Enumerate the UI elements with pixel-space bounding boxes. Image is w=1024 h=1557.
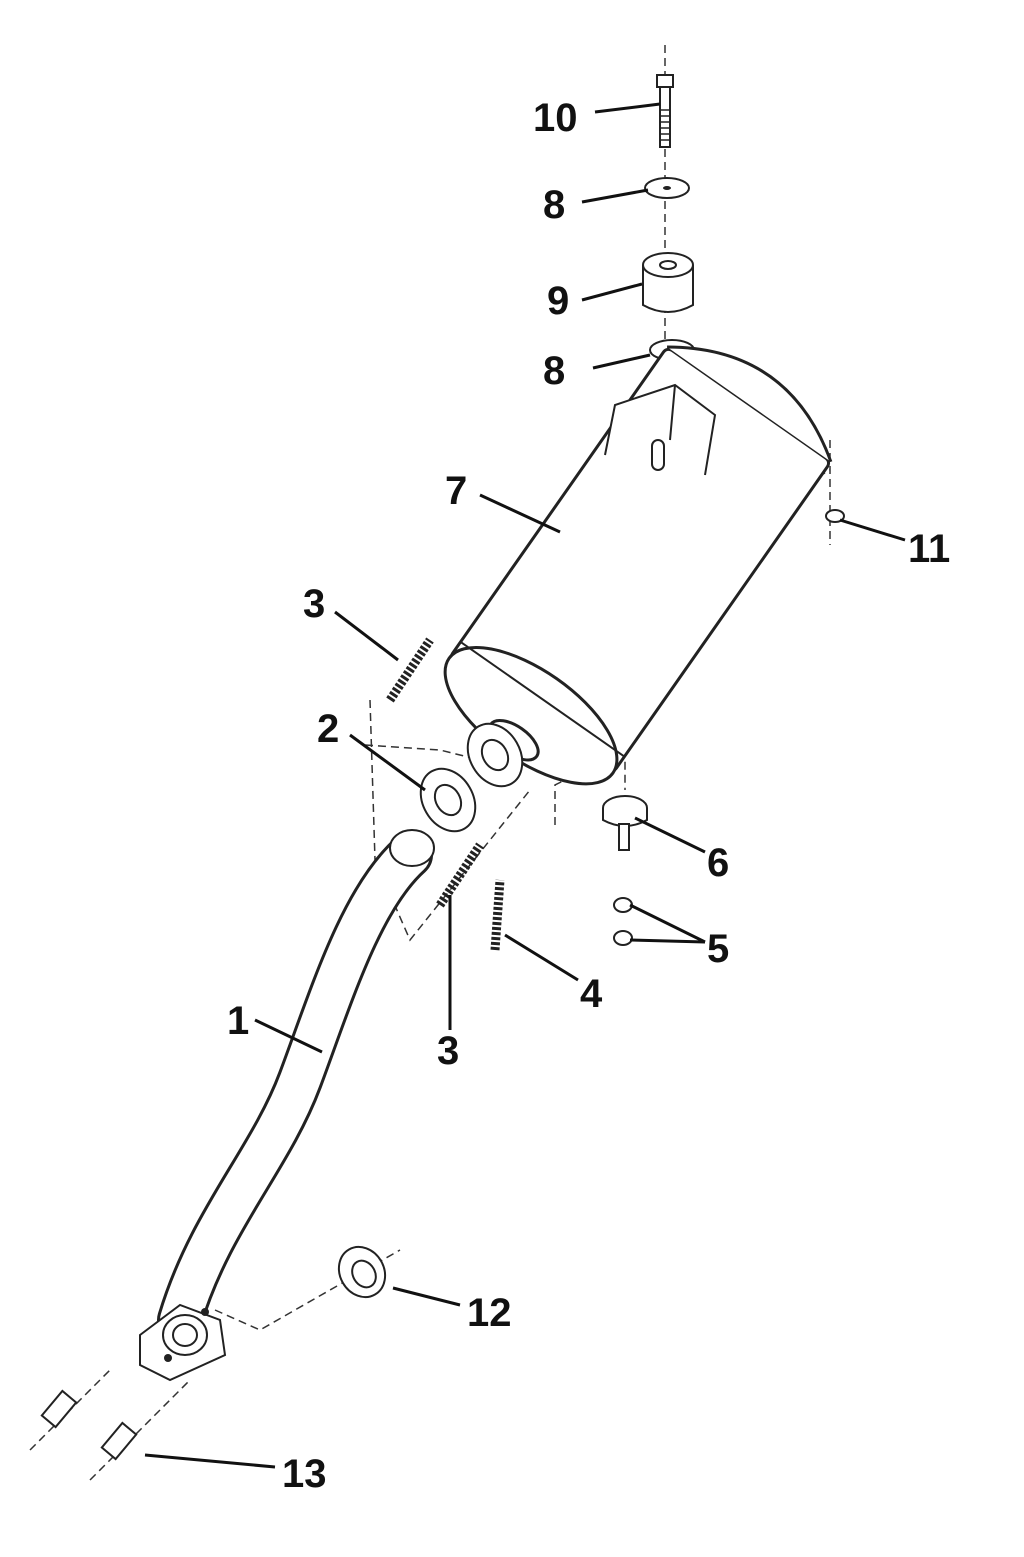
label-9: 9 — [547, 279, 569, 323]
spring-part-4 — [490, 879, 505, 951]
spring-dash-left — [369, 699, 531, 942]
nut-part-5-top — [613, 897, 633, 913]
muffler-bracket — [604, 383, 717, 476]
leader-lines — [144, 102, 906, 1469]
stud-part-13-b — [100, 1421, 138, 1461]
gasket-part-12 — [337, 1245, 387, 1299]
label-1: 1 — [227, 999, 249, 1043]
rubber-mount-part-9 — [642, 252, 694, 313]
nut-part-11 — [825, 509, 845, 523]
bolt-part-6 — [602, 795, 648, 851]
label-6: 6 — [707, 841, 729, 885]
muffler-inlet-gasket — [466, 722, 524, 788]
label-10: 10 — [533, 96, 578, 140]
label-5: 5 — [707, 927, 729, 971]
label-13: 13 — [282, 1452, 327, 1496]
stud-dash-2 — [89, 1379, 191, 1481]
label-4: 4 — [580, 972, 603, 1016]
stud-part-13-a — [40, 1389, 78, 1429]
exhaust-pipe-part-1 — [139, 829, 435, 1382]
label-12: 12 — [467, 1291, 512, 1335]
label-8-top: 8 — [543, 183, 565, 227]
bolt-part-10 — [656, 74, 674, 148]
label-2: 2 — [317, 707, 339, 751]
label-7: 7 — [445, 469, 467, 513]
label-3-bottom: 3 — [437, 1029, 459, 1073]
muffler-part-7 — [443, 345, 833, 786]
gasket-part-2 — [419, 767, 477, 833]
label-11: 11 — [908, 527, 950, 571]
washer-part-8-top — [644, 177, 690, 199]
nut-part-5-bottom — [613, 930, 633, 946]
spring-part-3-bottom — [436, 842, 484, 908]
spring-part-3-top — [386, 637, 434, 703]
label-3-top: 3 — [303, 582, 325, 626]
label-8-bottom: 8 — [543, 349, 565, 393]
